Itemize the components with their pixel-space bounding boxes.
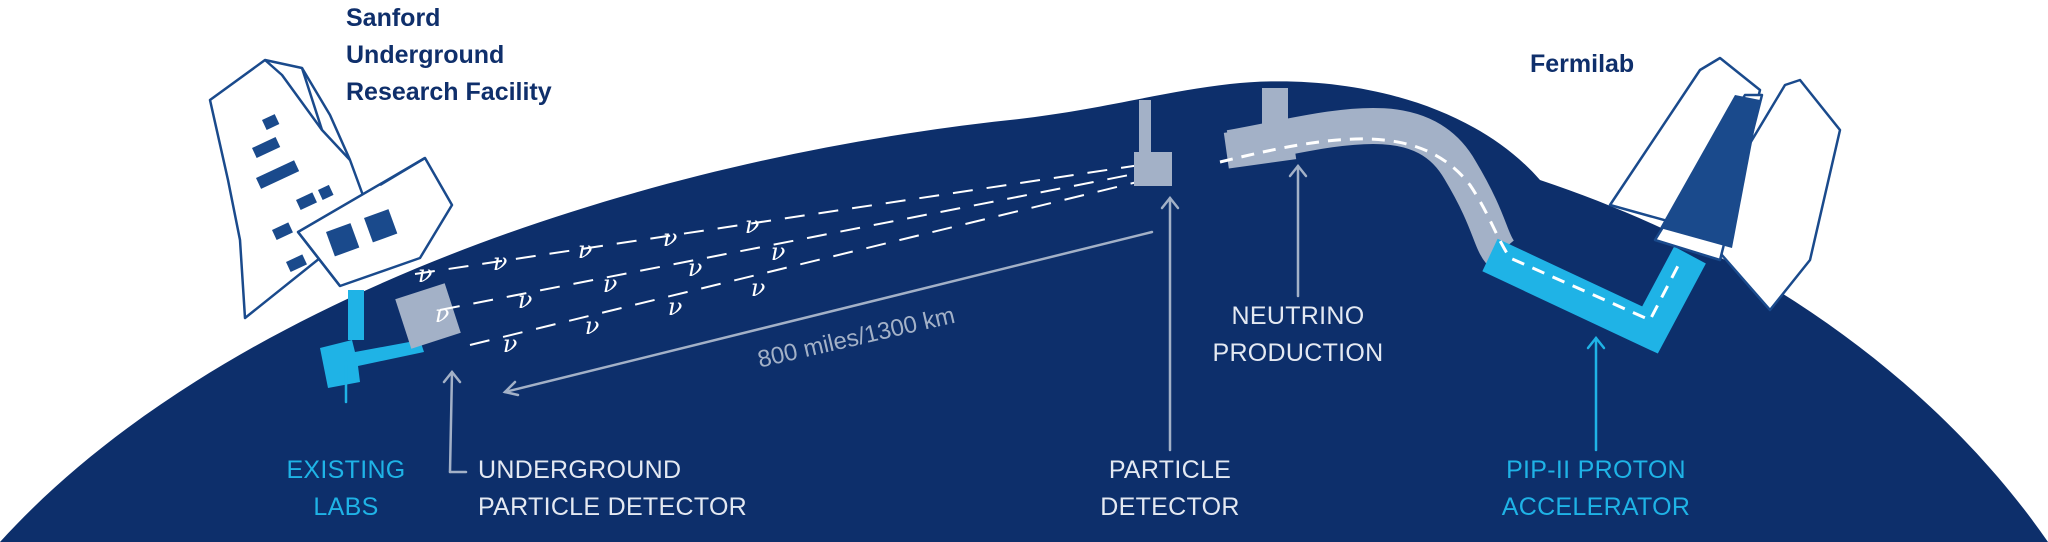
neutrino-production-label: NEUTRINO PRODUCTION bbox=[1198, 298, 1398, 372]
underground-detector-block bbox=[395, 283, 461, 349]
svg-text:ν: ν bbox=[668, 293, 683, 321]
neutrino-production-label-line-2: PRODUCTION bbox=[1212, 339, 1384, 367]
svg-text:ν: ν bbox=[585, 312, 600, 340]
particle-detector-label-line-2: DETECTOR bbox=[1100, 493, 1240, 521]
svg-text:ν: ν bbox=[745, 211, 760, 239]
callout-arrows bbox=[336, 163, 1606, 474]
existing-labs-label-line-1: EXISTING bbox=[286, 456, 406, 484]
pip-ii-label-line-1: PIP-II PROTON bbox=[1506, 456, 1686, 484]
fermilab-tower-dark bbox=[1660, 95, 1760, 248]
neutrino-symbols: ν ν ν ν ν ν ν ν ν ν ν ν ν ν bbox=[418, 211, 786, 358]
svg-text:ν: ν bbox=[518, 286, 533, 314]
neutrino-production-shaft bbox=[1262, 88, 1288, 134]
svg-text:ν: ν bbox=[688, 254, 703, 282]
underground-detector-label-line-2: PARTICLE DETECTOR bbox=[478, 493, 748, 521]
beam-pipe bbox=[1226, 107, 1515, 264]
pip-ii-label: PIP-II PROTON ACCELERATOR bbox=[1486, 452, 1706, 526]
svg-text:ν: ν bbox=[578, 236, 593, 264]
particle-detector-label: PARTICLE DETECTOR bbox=[1080, 452, 1260, 526]
pip-ii-accelerator bbox=[1482, 238, 1706, 354]
sanford-label-line-3: Research Facility bbox=[346, 78, 552, 106]
fermilab-label: Fermilab bbox=[1530, 50, 1635, 78]
svg-text:ν: ν bbox=[663, 224, 678, 252]
accelerator-beam-path bbox=[1219, 137, 1682, 322]
earth-curve bbox=[0, 81, 2048, 542]
svg-text:ν: ν bbox=[435, 300, 450, 328]
particle-detector-label-line-1: PARTICLE bbox=[1108, 456, 1232, 484]
svg-text:ν: ν bbox=[503, 330, 518, 358]
svg-text:ν: ν bbox=[751, 274, 766, 302]
svg-text:ν: ν bbox=[603, 270, 618, 298]
sanford-windows bbox=[252, 114, 334, 272]
neutrino-beam-lines bbox=[414, 161, 1171, 346]
pip-ii-label-line-2: ACCELERATOR bbox=[1501, 493, 1691, 521]
existing-labs-label: EXISTING LABS bbox=[276, 452, 416, 526]
sanford-label-line-1: Sanford bbox=[346, 4, 441, 32]
near-detector bbox=[1134, 100, 1172, 186]
sanford-annex-windows bbox=[326, 209, 398, 257]
sanford-label-line-2: Underground bbox=[346, 41, 505, 69]
svg-text:ν: ν bbox=[418, 260, 433, 288]
svg-text:ν: ν bbox=[771, 238, 786, 266]
existing-labs-label-line-2: LABS bbox=[313, 493, 379, 521]
underground-detector-label: UNDERGROUND PARTICLE DETECTOR bbox=[478, 452, 747, 526]
sanford-label: Sanford Underground Research Facility bbox=[346, 0, 552, 111]
neutrino-production-label-line-1: NEUTRINO bbox=[1231, 302, 1365, 330]
svg-text:ν: ν bbox=[493, 248, 508, 276]
underground-detector-label-line-1: UNDERGROUND bbox=[478, 456, 682, 484]
